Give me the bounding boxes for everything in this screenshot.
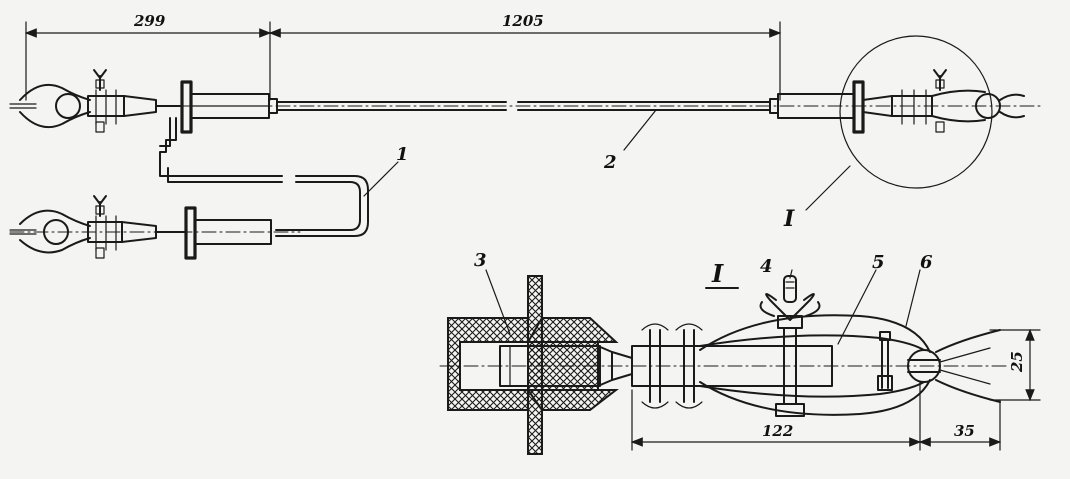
- dim-35-label: 35: [954, 422, 975, 440]
- left-sleeve-top: [180, 80, 278, 134]
- callout-6-label: 6: [920, 252, 933, 273]
- rivet-1: [641, 323, 669, 409]
- small-bolt: [877, 331, 893, 391]
- detail-title: I: [711, 259, 724, 288]
- dimension-299: 299: [24, 12, 272, 101]
- top-assembly: 299 1205: [9, 12, 1041, 260]
- callout-2-label: 2: [603, 152, 617, 173]
- callout-1-label: 1: [396, 144, 409, 165]
- callout-3: 3: [474, 250, 511, 335]
- callout-5-label: 5: [872, 252, 885, 273]
- rivet-2: [675, 323, 703, 409]
- detail-sleeve: [447, 275, 633, 455]
- rod-2: [179, 101, 1041, 111]
- callout-5: 5: [837, 252, 885, 345]
- callout-I: I: [783, 165, 851, 232]
- callout-2: 2: [603, 109, 657, 173]
- strap-5: [699, 334, 925, 351]
- dimension-1205: 1205: [268, 12, 782, 101]
- lower-clamp: [9, 195, 301, 260]
- dim-25-label: 25: [1008, 351, 1026, 373]
- detail-circle-I: [839, 35, 993, 189]
- dimension-122: 122: [630, 381, 922, 451]
- dim-299-label: 299: [133, 12, 166, 30]
- callout-4-label: 4: [760, 256, 773, 277]
- callout-1: 1: [363, 144, 409, 197]
- wing-nut-4: [759, 275, 821, 417]
- loop-6: [699, 314, 931, 353]
- callout-I-label: I: [783, 206, 795, 232]
- dim-122-label: 122: [762, 422, 793, 440]
- hose-1: [159, 117, 369, 237]
- detail-strap: [439, 275, 1011, 417]
- eye-ring: [907, 349, 941, 383]
- dim-1205-label: 1205: [502, 12, 544, 30]
- dimension-25: 25: [989, 328, 1041, 402]
- callout-6: 6: [905, 252, 933, 327]
- callout-4: 4: [760, 256, 793, 279]
- right-sleeve-top: [769, 69, 1025, 134]
- callout-3-label: 3: [474, 250, 487, 271]
- detail-view-I: I: [439, 250, 1041, 455]
- left-clamp-top: [9, 69, 181, 133]
- detail-flange: [527, 275, 543, 455]
- dimension-35: 35: [918, 399, 1002, 451]
